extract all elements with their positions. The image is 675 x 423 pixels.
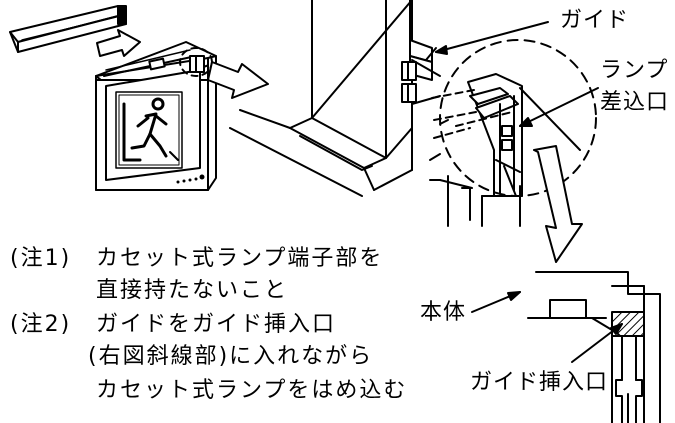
guide-label: ガイド (560, 8, 630, 33)
lamp-socket-label-line1: ランプ (600, 58, 669, 83)
main-body-label: 本体 (420, 300, 467, 325)
enlarge-arrow-icon (207, 61, 269, 99)
note-1-line-2: 直接持たないこと (96, 278, 289, 303)
insert-arrow-icon (96, 29, 141, 57)
cross-section (471, 271, 661, 423)
cassette-lamp-bar (9, 5, 127, 53)
note-2-line-2: (右図斜線部)に入れながら (88, 344, 374, 369)
note-2-tag: (注2) (10, 312, 72, 337)
lamp-socket-label-line2: 差込口 (600, 90, 670, 115)
note-2-line-3: カセット式ランプをはめ込む (96, 378, 408, 403)
note-2-line-1: ガイドをガイド挿入口 (96, 312, 337, 337)
running-man-icon (122, 97, 179, 162)
label-leaders (435, 21, 599, 127)
enlarged-view (229, 0, 581, 227)
note-1-tag: (注1) (10, 246, 72, 271)
enlarged-callout-circle (439, 39, 597, 197)
indicator-dots (176, 174, 205, 184)
exit-sign-unit (95, 41, 217, 191)
section-arrow-icon (533, 145, 583, 263)
guide-insert-label: ガイド挿入口 (470, 370, 609, 395)
note-1-line-1: カセット式ランプ端子部を (96, 246, 384, 271)
